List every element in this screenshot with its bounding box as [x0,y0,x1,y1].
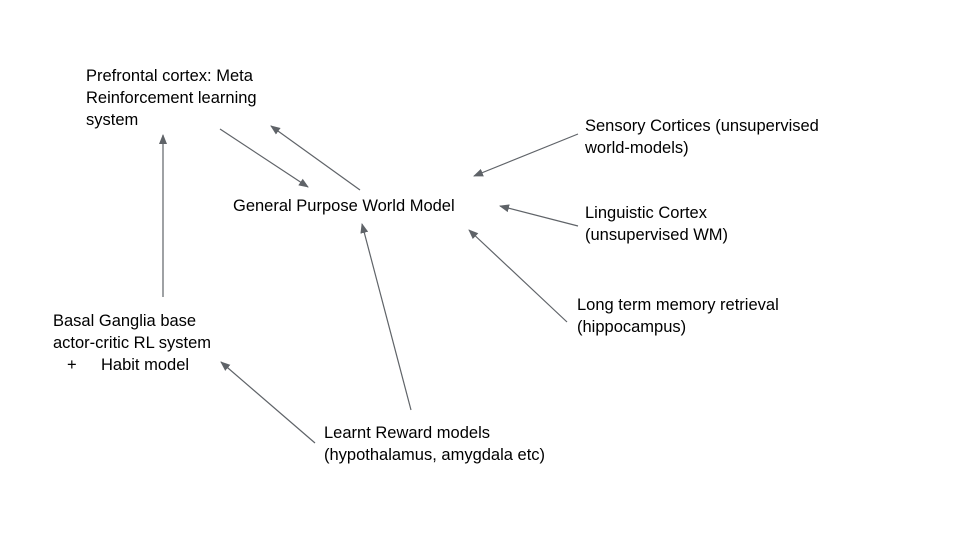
node-label-line: (hippocampus) [577,318,687,336]
node-label-line: world-models) [585,139,689,157]
node-label-line: (hypothalamus, amygdala etc) [324,446,546,464]
node-label-line: Prefrontal cortex: Meta [86,67,253,85]
node-label-line: Basal Ganglia base [53,312,197,330]
node-sensory-cortices: Sensory Cortices (unsupervised world-mod… [585,115,819,159]
plus-sign: + [67,356,77,374]
node-label-line: Long term memory retrieval [577,296,779,314]
node-prefrontal-cortex: Prefrontal cortex: Meta Reinforcement le… [86,65,257,131]
node-label-line: Learnt Reward models [324,424,490,442]
node-label-line: General Purpose World Model [233,197,455,215]
node-label-line: + Habit model [53,354,211,376]
edge-sensory-to-gpwm [473,133,579,177]
node-label-line: Reinforcement learning [86,89,257,107]
node-long-term-memory: Long term memory retrieval (hippocampus) [577,294,779,338]
edge-linguistic-to-gpwm [499,204,579,227]
habit-model-label: Habit model [101,356,190,374]
node-learnt-reward-models: Learnt Reward models (hypothalamus, amyg… [324,422,545,466]
edge-gpwm-to-prefrontal [270,125,361,191]
edge-reward-to-gpwm [360,223,412,411]
edge-prefrontal-to-gpwm [219,128,309,188]
node-label-line: system [86,111,139,129]
node-label-line: Sensory Cortices (unsupervised [585,117,819,135]
edge-ltm-to-gpwm [468,229,568,323]
node-label-line: actor-critic RL system [53,334,211,352]
node-linguistic-cortex: Linguistic Cortex (unsupervised WM) [585,202,728,246]
node-label-line: (unsupervised WM) [585,226,729,244]
node-basal-ganglia: Basal Ganglia base actor-critic RL syste… [53,310,211,376]
edge-reward-to-basal [220,361,316,444]
node-general-purpose-world-model: General Purpose World Model [233,195,455,217]
node-label-line: Linguistic Cortex [585,204,707,222]
